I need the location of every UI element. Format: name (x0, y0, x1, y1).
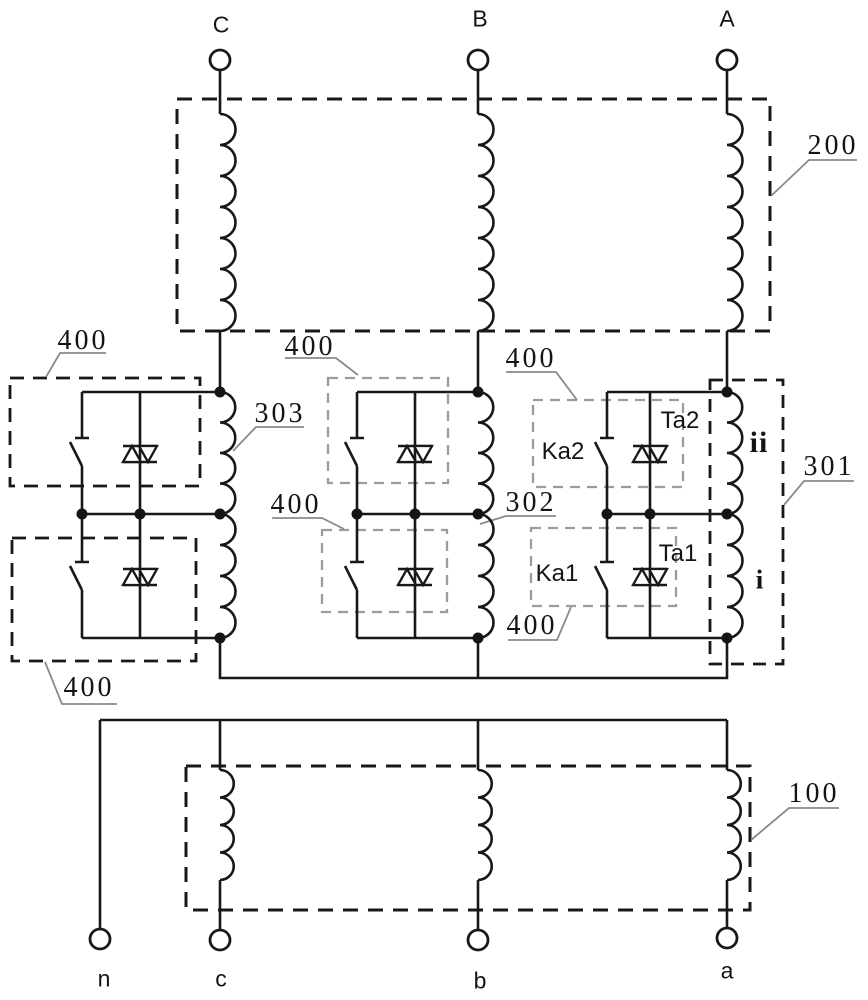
ref-label-400-b-mid: 400 (270, 489, 322, 520)
winding-301-upper (726, 390, 744, 516)
winding-301-lower (726, 512, 744, 640)
triac-c-upper (121, 443, 159, 465)
ref-label-400-a-top: 400 (505, 343, 557, 374)
leader-lines (44, 159, 857, 841)
terminal-A (715, 48, 739, 72)
leader-303 (232, 426, 304, 452)
ref-label-100: 100 (788, 778, 840, 809)
module-box-400-a-lower (529, 526, 678, 608)
bus-winding-bottoms (218, 638, 729, 680)
ref-label-400-c-top: 400 (57, 325, 109, 356)
switch-label-ka2: Ka2 (541, 438, 585, 465)
triac-b-lower (396, 566, 434, 588)
switch-c-lower (68, 514, 89, 638)
switch-ka1 (593, 514, 614, 638)
triac-label-ta2: Ta2 (660, 407, 700, 434)
terminal-label-b: b (473, 967, 487, 994)
leader-400-c-bottom (44, 661, 117, 705)
ref-label-400-c-bottom: 400 (63, 672, 115, 703)
leader-400-b-top (285, 357, 359, 376)
ref-label-400-b-top: 400 (284, 331, 336, 362)
triac-ta2 (631, 443, 669, 465)
current-label-ii: ii (749, 426, 769, 459)
module-400-b (343, 390, 478, 640)
triac-label-ta1: Ta1 (658, 540, 698, 567)
terminal-c (208, 928, 232, 952)
current-label-i: i (755, 564, 765, 595)
winding-303-upper (219, 390, 237, 516)
terminal-a (715, 926, 739, 950)
ref-label-303: 303 (254, 398, 306, 429)
module-box-400-c-upper (8, 376, 202, 488)
terminal-n (88, 927, 112, 951)
winding-star-bus (218, 638, 729, 680)
ref-label-302: 302 (505, 487, 557, 518)
phase-label-A: A (719, 5, 735, 32)
leader-400-b-mid (272, 517, 345, 530)
terminal-C (208, 48, 232, 72)
junction-dots (76, 386, 733, 644)
phase-label-C: C (212, 11, 230, 38)
winding-200-c (219, 112, 237, 333)
winding-box-100 (184, 764, 752, 912)
phase-label-B: B (472, 5, 488, 32)
winding-100-a (726, 768, 743, 882)
winding-302-lower (477, 512, 495, 640)
module-box-400-b-upper (326, 376, 450, 485)
leader-200 (770, 159, 857, 197)
phase-a-column (715, 48, 744, 640)
terminal-label-a: a (720, 957, 734, 984)
terminal-B (466, 48, 490, 72)
switch-b-upper (343, 392, 364, 514)
output-network (88, 718, 743, 952)
winding-box-200 (175, 97, 772, 333)
terminal-label-n: n (97, 965, 111, 992)
leader-100 (750, 807, 839, 841)
winding-100-b (477, 768, 494, 882)
switch-b-lower (343, 514, 364, 638)
ref-label-200: 200 (807, 130, 859, 161)
module-400-c (68, 390, 220, 640)
switch-label-ka1: Ka1 (535, 560, 579, 587)
triac-ta1 (631, 566, 669, 588)
leader-400-a-top (506, 371, 578, 401)
triac-b-upper (396, 443, 434, 465)
leader-301 (783, 480, 854, 506)
terminal-label-c: c (215, 965, 227, 992)
terminal-b (466, 928, 490, 952)
leader-400-a-bottom (508, 606, 572, 641)
winding-200-a (726, 112, 744, 333)
module-box-400-c-lower (10, 536, 198, 663)
phase-c-column (208, 48, 237, 640)
triac-c-lower (121, 566, 159, 588)
ref-label-400-a-bottom: 400 (506, 610, 558, 641)
winding-303-lower (219, 512, 237, 640)
leader-400-c-top (45, 352, 106, 378)
leader-302 (479, 515, 556, 525)
winding-200-b (477, 112, 495, 333)
ref-label-301: 301 (803, 451, 855, 482)
phase-b-column (466, 48, 495, 640)
winding-box-301 (708, 378, 785, 666)
switch-ka2 (593, 392, 614, 514)
winding-302-upper (477, 390, 495, 516)
winding-100-c (219, 768, 236, 882)
switch-c-upper (68, 392, 89, 514)
